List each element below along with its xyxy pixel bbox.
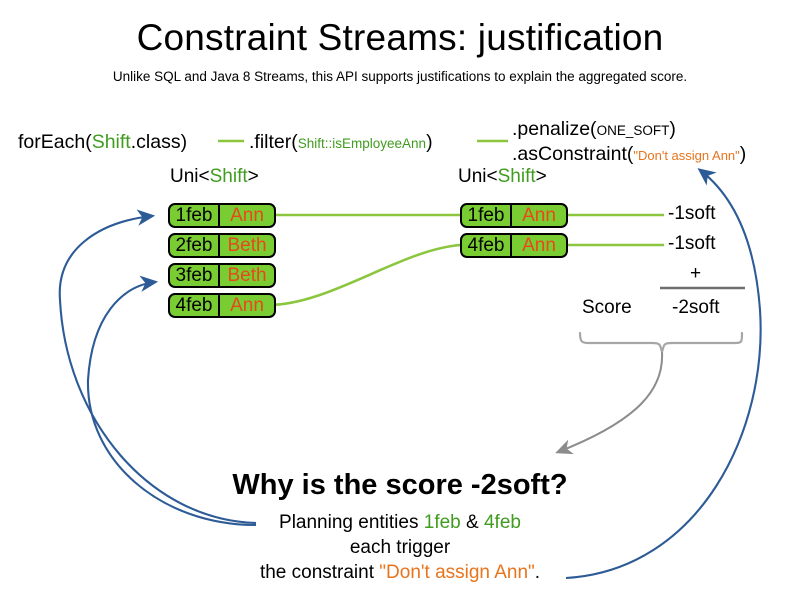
left-fact-date-cell: 1feb [170,205,220,226]
code-filter: .filter(Shift::isEmployeeAnn) [249,130,433,156]
page-subtitle: Unlike SQL and Java 8 Streams, this API … [112,69,688,84]
left-fact-date-cell: 4feb [170,295,220,316]
code-filter-tail: ) [426,131,433,153]
fact-row: 4feb Ann [168,293,276,318]
left-fact-name-cell: Ann [230,205,264,226]
score-label: Score [582,297,632,318]
code-foreach: forEach(Shift.class) [18,130,187,154]
score-total: -2soft [672,297,720,318]
code-penalize: .penalize(ONE_SOFT) [512,117,676,143]
code-foreach-type: Shift [91,131,131,153]
right-fact-date-cell: 1feb [462,205,512,226]
explanation-line-3-pre: the constraint [259,562,380,583]
impact-value-1: -1soft [668,203,716,224]
left-fact-name-cell: Beth [227,265,267,286]
score-explanation-arrow [555,351,664,455]
uni-shift-label-right: Uni<Shift> [458,166,547,188]
code-penalize-method: .penalize( [512,118,597,140]
score-brace [578,331,744,353]
code-foreach-tail: .class) [130,131,188,153]
left-fact-name-cell: Ann [230,295,264,316]
code-foreach-method: forEach( [18,131,92,153]
explanation-line-3-post: . [534,562,541,583]
explanation-line-3: the constraint "Don't assign Ann". [0,561,800,585]
code-filter-method: .filter( [249,131,298,153]
code-as-constraint-arg: "Don't assign Ann" [633,148,740,163]
code-filter-arg: Shift::isEmployeeAnn [297,136,427,151]
explanation-line-1-amp: & [460,512,484,533]
right-fact-date-cell: 4feb [462,235,512,256]
explanation-question: Why is the score -2soft? [232,469,568,501]
code-as-constraint: .asConstraint("Don't assign Ann") [512,142,746,168]
uni-left-suffix: > [247,166,259,187]
sum-operator: + [690,263,702,284]
left-fact-date-cell: 3feb [170,265,220,286]
right-fact-name-cell: Ann [522,205,556,226]
explanation-entity-1feb: 1feb [423,512,461,533]
code-as-constraint-tail: ) [739,143,747,165]
page-title: Constraint Streams: justification [136,17,664,58]
uni-left-type: Shift [209,166,248,187]
uni-right-prefix: Uni< [458,166,498,187]
left-fact-date-cell: 2feb [170,235,220,256]
fact-row: 2feb Beth [168,233,276,258]
code-penalize-arg: ONE_SOFT [596,123,670,138]
uni-left-prefix: Uni< [170,166,210,187]
uni-right-type: Shift [497,166,536,187]
fact-row: 1feb Ann [460,203,568,228]
fact-row: 1feb Ann [168,203,276,228]
justification-arrow-4feb [86,275,257,527]
explanation-constraint-name: "Don't assign Ann" [379,562,535,583]
right-fact-name-cell: Ann [522,235,556,256]
explanation-line-2: each trigger [349,537,451,558]
code-penalize-tail: ) [669,118,676,140]
stream-link-4feb [267,243,461,307]
fact-row: 4feb Ann [460,233,568,258]
impact-value-2: -1soft [668,233,716,254]
uni-right-suffix: > [535,166,547,187]
explanation-entity-4feb: 4feb [483,512,521,533]
explanation-line-1: Planning entities 1feb & 4feb [0,511,800,535]
justification-arrow-constraint [565,168,762,580]
left-fact-name-cell: Beth [227,235,267,256]
uni-shift-label-left: Uni<Shift> [170,166,259,188]
code-as-constraint-method: .asConstraint( [512,143,634,165]
explanation-line-1-pre: Planning entities [279,512,424,533]
justification-arrow-1feb [58,209,257,525]
fact-row: 3feb Beth [168,263,276,288]
